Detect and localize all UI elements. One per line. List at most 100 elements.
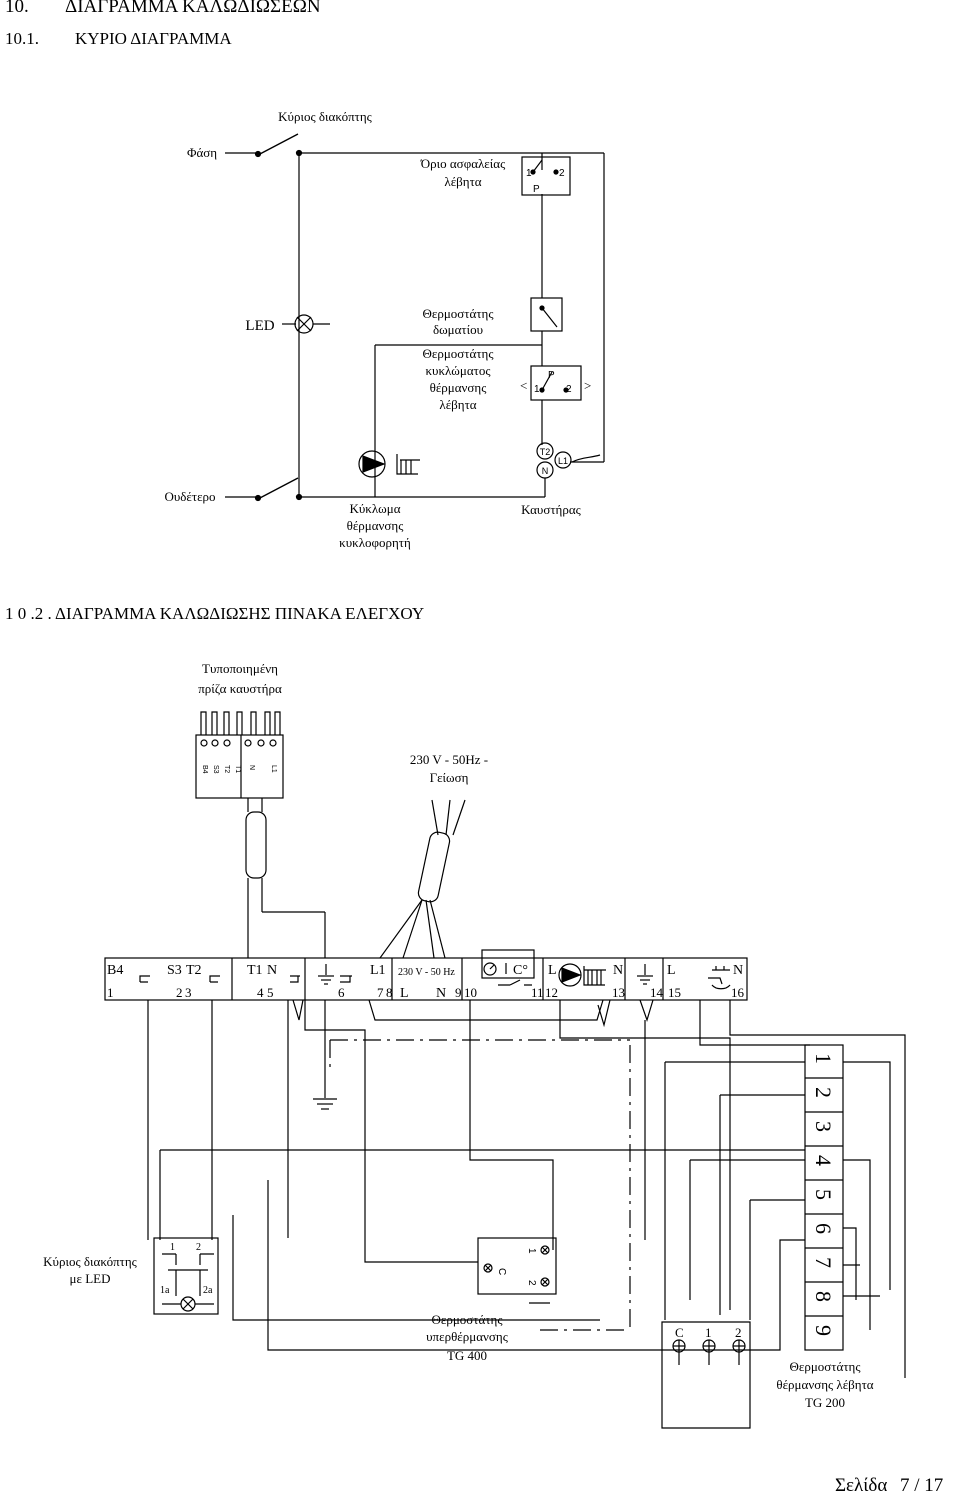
strip-supply-n: N — [436, 986, 446, 1001]
neutral-label: Ουδέτερο — [164, 489, 215, 504]
pump-label-2: θέρμανσης — [347, 518, 405, 533]
limit-terminal-2: 2 — [559, 168, 565, 179]
plug-pin-s3: S3 — [212, 765, 219, 774]
heading-3: 1 0 .2 . ΔΙΑΓΡΑΜΜΑ ΚΑΛΩΔΙΩΣΗΣ ΠΙΝΑΚΑ ΕΛΕ… — [5, 604, 425, 623]
terminal-1: 1 — [811, 1053, 836, 1064]
main-diagram — [225, 133, 605, 502]
greater-than-sign: > — [584, 378, 591, 393]
strip-num-3: 3 — [185, 985, 192, 1000]
circuit-terminal-1: 1 — [534, 384, 540, 395]
plug-pin-b4: B4 — [201, 765, 208, 774]
terminal-9: 9 — [811, 1325, 836, 1336]
strip-num-12: 12 — [545, 985, 558, 1000]
phase-label: Φάση — [187, 145, 217, 160]
strip-label-n: N — [267, 963, 277, 978]
boiler-thermo-terminal-c: C — [675, 1325, 684, 1340]
page-number: 7 / 17 — [900, 1475, 944, 1496]
switch-terminal-2: 2 — [196, 1242, 201, 1253]
terminal-8: 8 — [811, 1291, 836, 1302]
strip-num-16: 16 — [731, 985, 745, 1000]
supply-label-1: 230 V - 50Hz - — [410, 752, 488, 767]
heading-1: ΔΙΑΓΡΑΜΜΑ ΚΑΛΩΔΙΩΣΕΩΝ — [65, 0, 321, 17]
room-thermostat-label-2: δωματίου — [433, 322, 483, 337]
limit-terminal-p: P — [533, 184, 540, 195]
plug-pin-t1: T1 — [234, 765, 241, 773]
strip-label-celsius: C° — [513, 963, 528, 978]
pump-label-3: κυκλοφορητή — [339, 535, 411, 550]
strip-num-14: 14 — [650, 985, 664, 1000]
strip-num-15: 15 — [668, 985, 681, 1000]
boiler-thermo-terminal-2: 2 — [735, 1325, 742, 1340]
strip-num-9: 9 — [455, 985, 462, 1000]
plug-pin-n: N — [248, 765, 255, 770]
plug-label-2: πρίζα καυστήρα — [198, 681, 282, 696]
strip-num-6: 6 — [338, 985, 345, 1000]
switch-terminal-1: 1 — [170, 1242, 175, 1253]
burner-label: Καυστήρας — [521, 502, 581, 517]
strip-num-7: 7 — [377, 985, 384, 1000]
switch-terminal-1a: 1a — [160, 1285, 170, 1296]
terminal-7: 7 — [811, 1257, 836, 1268]
circuit-thermostat-label-1: Θερμοστάτης — [422, 346, 494, 361]
circuit-terminal-p: P — [548, 370, 555, 381]
standard-plug — [195, 711, 284, 812]
limit-terminal-1: 1 — [526, 168, 532, 179]
burner-t2-label: T2 — [540, 447, 551, 457]
strip-label-b4: B4 — [107, 963, 123, 978]
overheat-terminal-c: C — [496, 1268, 507, 1275]
heading-1-number: 10. — [5, 0, 29, 17]
strip-label-s3: S3 — [167, 963, 182, 978]
boiler-thermo-terminal-1: 1 — [705, 1325, 712, 1340]
overheat-label-3: TG 400 — [447, 1348, 487, 1363]
terminal-4: 4 — [811, 1155, 836, 1166]
pump-label-1: Κύκλωμα — [349, 501, 400, 516]
main-led-label-2: με LED — [70, 1271, 111, 1286]
room-thermostat-label-1: Θερμοστάτης — [422, 306, 494, 321]
strip-label-pump-n: N — [613, 963, 623, 978]
overheat-terminal-2: 2 — [526, 1280, 537, 1286]
terminal-5: 5 — [811, 1189, 836, 1200]
strip-num-8: 8 — [386, 985, 393, 1000]
boiler-limit-label-1: Όριο ασφαλείας — [420, 156, 506, 171]
circuit-thermostat-label-2: κυκλώματος — [425, 363, 491, 378]
main-switch-label: Κύριος διακόπτης — [278, 109, 372, 124]
terminal-3: 3 — [811, 1121, 836, 1132]
strip-label-tap-l: L — [667, 963, 676, 978]
supply-label-2: Γείωση — [430, 770, 469, 785]
strip-label-tap-n: N — [733, 963, 743, 978]
heading-2: ΚΥΡΙΟ ΔΙΑΓΡΑΜΜΑ — [75, 29, 232, 48]
circuit-thermostat-label-4: λέβητα — [439, 397, 476, 412]
strip-label-l1: L1 — [370, 963, 386, 978]
led-label: LED — [245, 318, 274, 334]
overheat-label-2: υπερθέρμανσης — [426, 1329, 509, 1344]
strip-label-t2: T2 — [186, 963, 202, 978]
burner-l1-label: L1 — [558, 456, 568, 466]
page-label: Σελίδα — [835, 1475, 888, 1496]
strip-num-13: 13 — [612, 985, 625, 1000]
overheat-label-1: Θερμοστάτης — [431, 1312, 503, 1327]
strip-supply-label: 230 V - 50 Hz — [398, 967, 455, 978]
strip-num-4: 4 — [257, 985, 264, 1000]
strip-num-11: 11 — [531, 985, 544, 1000]
strip-label-t1: T1 — [247, 963, 263, 978]
strip-num-2: 2 — [176, 985, 183, 1000]
overheat-terminal-1: 1 — [526, 1248, 537, 1254]
circuit-thermostat-label-3: θέρμανσης — [430, 380, 488, 395]
circuit-terminal-2: 2 — [566, 384, 572, 395]
panel-diagram — [104, 711, 906, 1429]
boiler-thermo-label-1: Θερμοστάτης — [789, 1359, 861, 1374]
switch-terminal-2a: 2a — [203, 1285, 213, 1296]
terminal-2: 2 — [811, 1087, 836, 1098]
strip-num-1: 1 — [107, 985, 114, 1000]
strip-num-5: 5 — [267, 985, 274, 1000]
boiler-limit-label-2: λέβητα — [444, 174, 481, 189]
strip-num-10: 10 — [464, 985, 477, 1000]
main-led-label-1: Κύριος διακόπτης — [43, 1254, 137, 1269]
plug-pin-l1: L1 — [270, 765, 277, 773]
heading-2-number: 10.1. — [5, 29, 39, 48]
burner-n-label: N — [542, 466, 549, 476]
plug-pin-t2: T2 — [223, 765, 230, 773]
boiler-thermo-label-2: θέρμανσης λέβητα — [776, 1377, 873, 1392]
strip-supply-l: L — [400, 986, 409, 1001]
plug-label-1: Τυποποιημένη — [202, 661, 278, 676]
